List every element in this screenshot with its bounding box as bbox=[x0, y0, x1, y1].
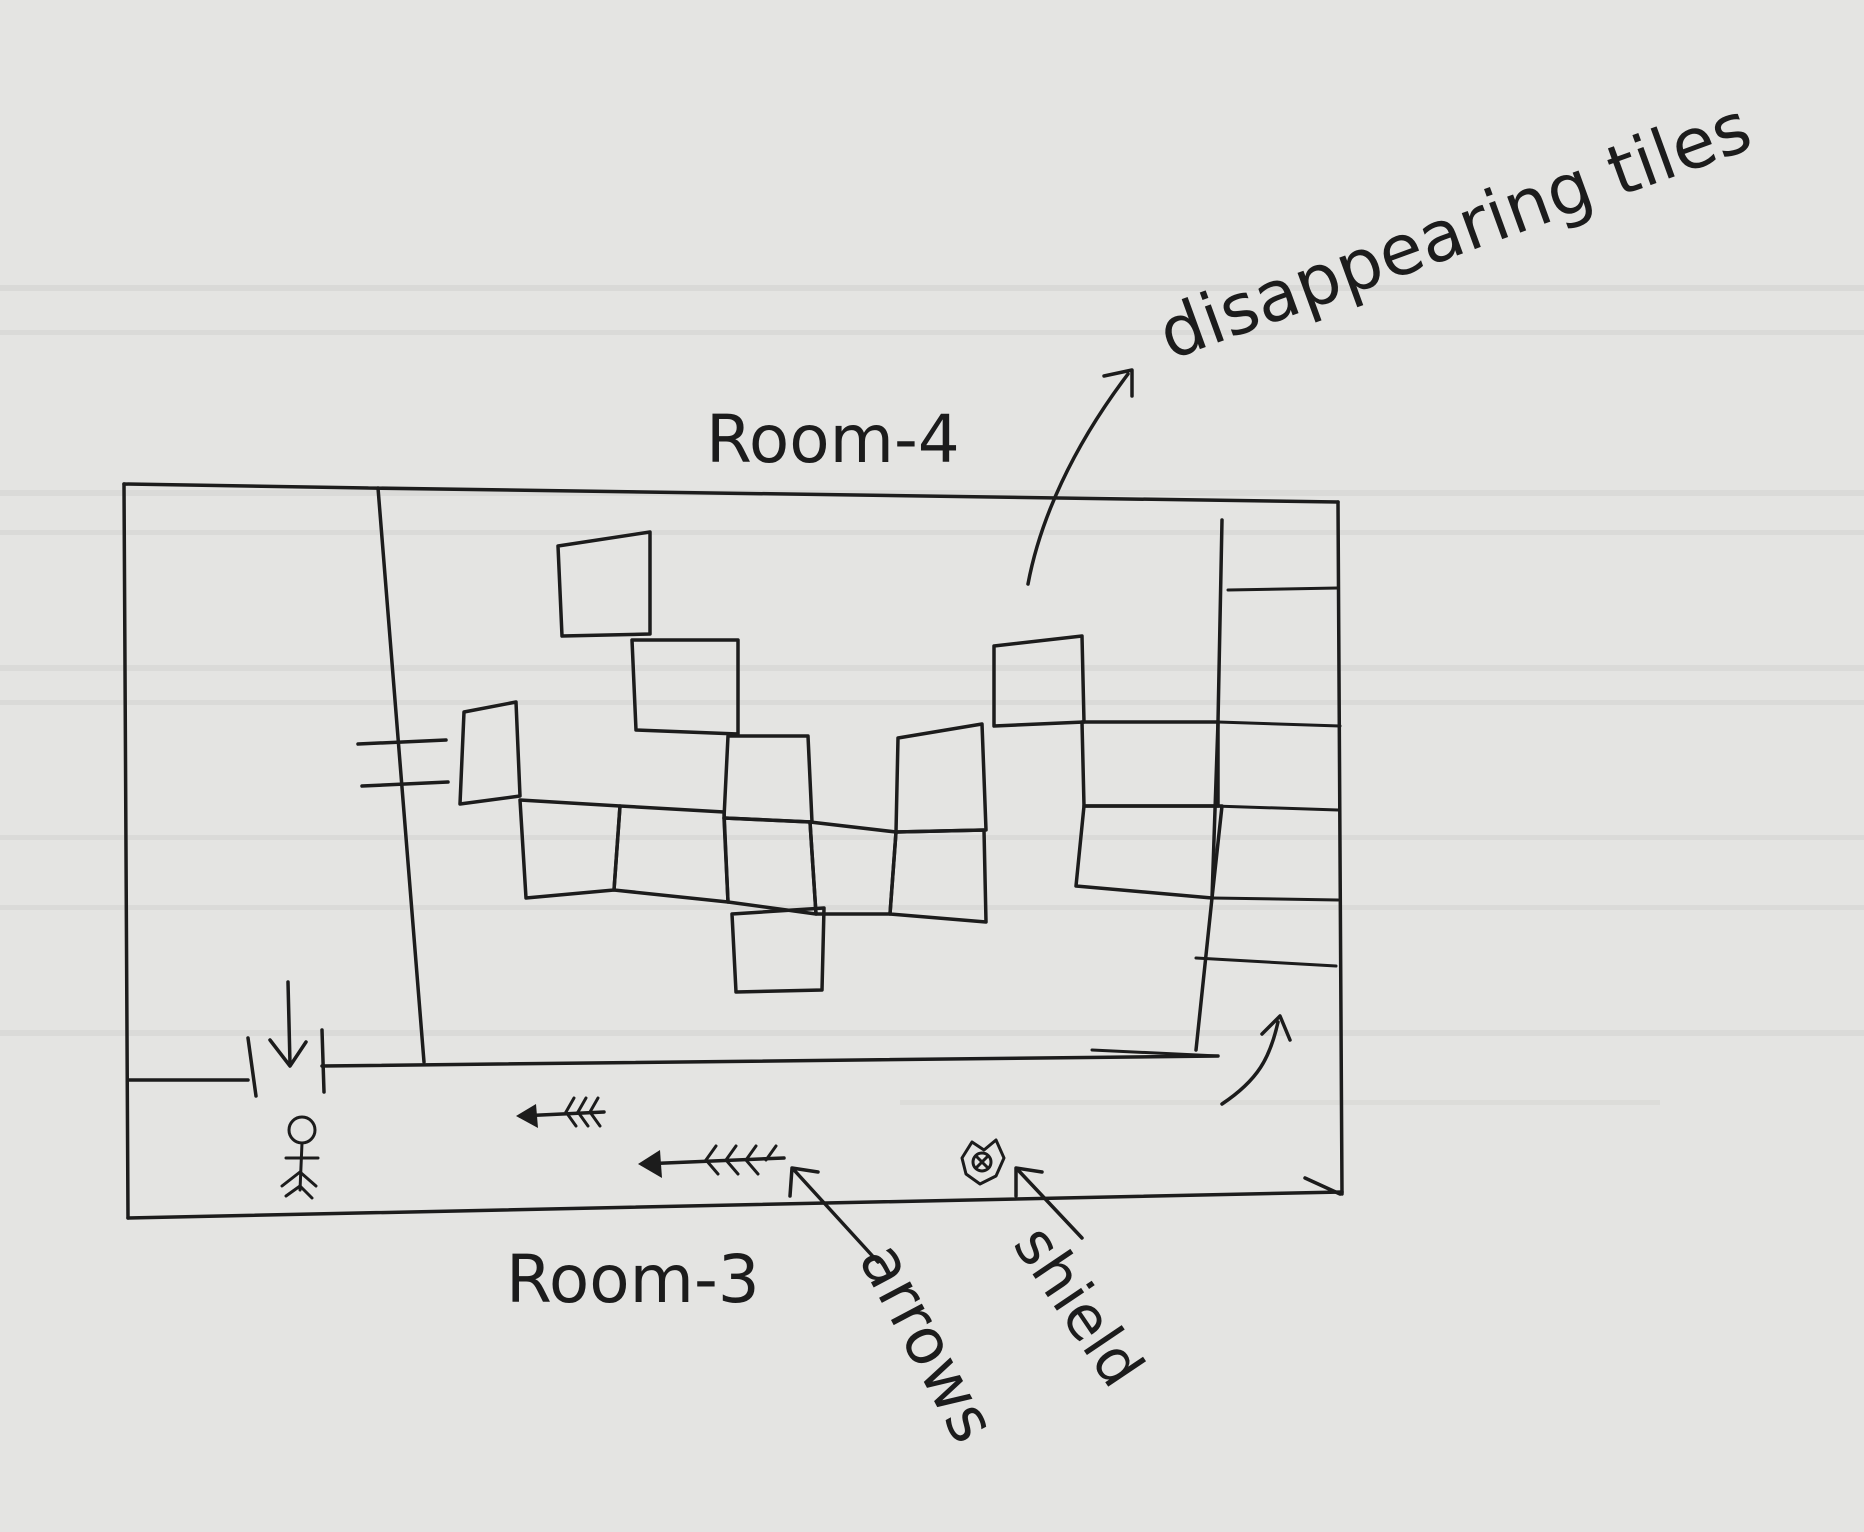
arrows-label: arrows bbox=[844, 1231, 1010, 1455]
shield-pointer-arrow bbox=[1014, 1166, 1084, 1240]
right-block-stack bbox=[1194, 518, 1342, 1052]
tile bbox=[992, 634, 1086, 728]
down-arrow-icon bbox=[246, 980, 326, 1098]
tile bbox=[722, 816, 818, 916]
bleed-through bbox=[0, 285, 1864, 1105]
arrow-icon bbox=[516, 1096, 606, 1128]
tile bbox=[556, 530, 652, 638]
tile bbox=[518, 798, 622, 900]
tile bbox=[630, 638, 740, 736]
tile bbox=[730, 906, 826, 994]
shield-icon bbox=[960, 1138, 1006, 1186]
disappearing-tiles bbox=[458, 530, 1224, 994]
room-divider bbox=[126, 1048, 1220, 1082]
arrows-pointer-arrow bbox=[788, 1166, 880, 1264]
curved-arrow-up-icon bbox=[1220, 1014, 1292, 1106]
room-3-label: Room-3 bbox=[506, 1241, 760, 1318]
tile bbox=[894, 722, 988, 834]
tile bbox=[1074, 804, 1224, 900]
room-frame bbox=[122, 482, 1344, 1220]
tile bbox=[458, 700, 522, 806]
room-4-label: Room-4 bbox=[706, 401, 960, 478]
arrow-icon bbox=[638, 1144, 786, 1178]
tile bbox=[1080, 720, 1220, 808]
tile bbox=[722, 734, 814, 824]
tile bbox=[612, 804, 730, 904]
left-column-wall bbox=[376, 486, 426, 1064]
door-icon bbox=[356, 738, 450, 788]
stick-figure-icon bbox=[280, 1115, 320, 1200]
tiles-pointer-arrow bbox=[1026, 368, 1134, 586]
shield-label: shield bbox=[1000, 1213, 1157, 1399]
